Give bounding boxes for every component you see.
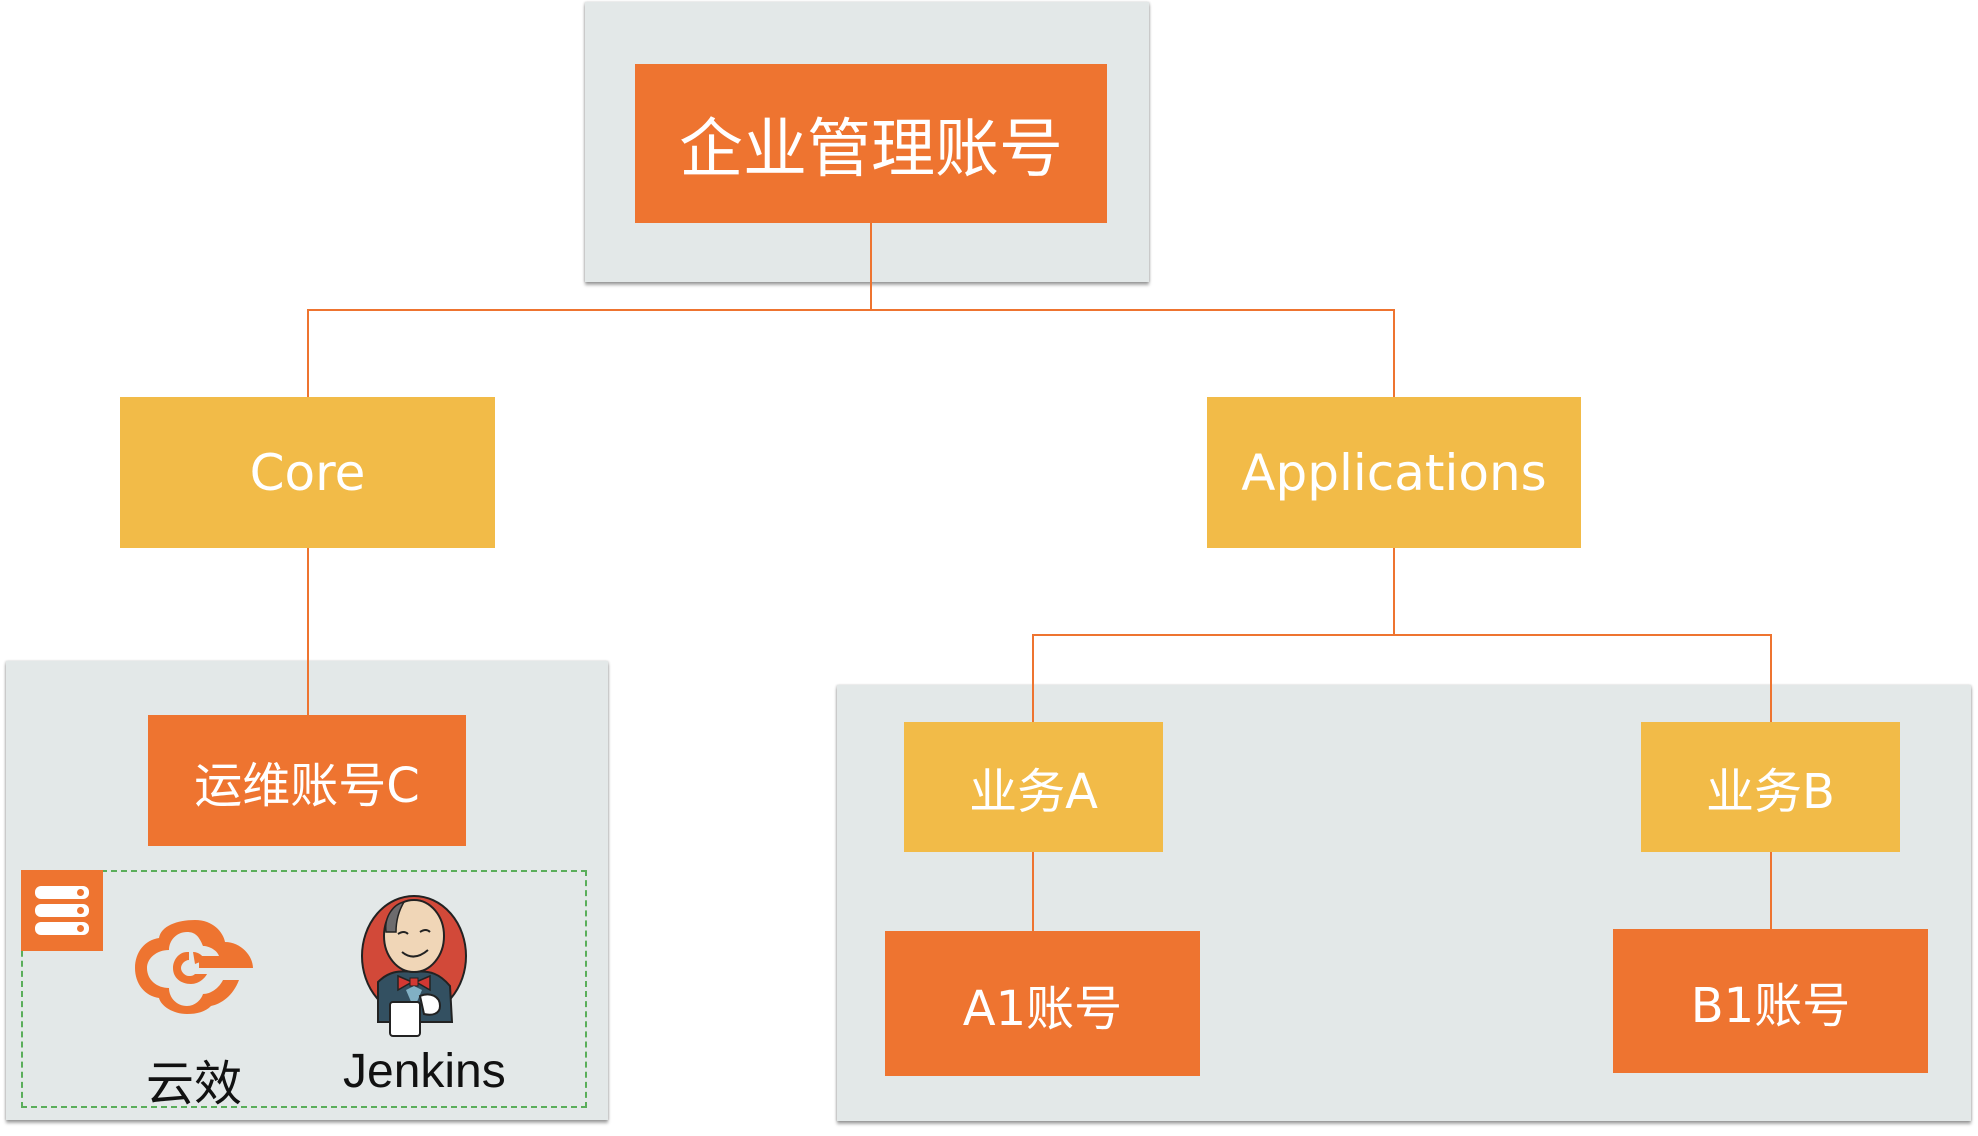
- jenkins-logo-icon: [361, 895, 467, 1037]
- connector-bizB-to-B1: [1770, 852, 1772, 929]
- connector-bizA-to-A1: [1032, 852, 1034, 931]
- connector-root-down: [870, 223, 872, 311]
- root-account-label: 企业管理账号: [679, 112, 1063, 187]
- b1-account-label: B1账号: [1690, 978, 1851, 1034]
- a1-account-label: A1账号: [962, 980, 1123, 1037]
- server-bar: [35, 922, 89, 935]
- applications-node[interactable]: Applications: [1207, 397, 1581, 548]
- applications-label: Applications: [1241, 443, 1547, 502]
- connector-applications-down: [1393, 548, 1395, 636]
- business-b-node[interactable]: 业务B: [1641, 722, 1900, 852]
- tools-group: [21, 870, 587, 1108]
- connector-to-bizB: [1770, 634, 1772, 722]
- business-b-label: 业务B: [1706, 764, 1835, 820]
- ops-account-label: 运维账号C: [194, 757, 420, 814]
- jenkins-label: Jenkins: [343, 1045, 506, 1098]
- server-bar: [35, 904, 89, 917]
- yunxiao-label: 云效: [146, 1058, 243, 1111]
- yunxiao-cloud-icon: [135, 920, 253, 1014]
- connector-level1-horizontal: [307, 309, 1395, 311]
- a1-account-node[interactable]: A1账号: [885, 931, 1200, 1076]
- server-bar: [35, 886, 89, 899]
- connector-level2-horizontal: [1032, 634, 1772, 636]
- business-a-label: 业务A: [969, 764, 1098, 820]
- root-account-node[interactable]: 企业管理账号: [635, 64, 1107, 223]
- connector-core-to-ops: [307, 548, 309, 715]
- business-a-node[interactable]: 业务A: [904, 722, 1163, 852]
- ops-account-node[interactable]: 运维账号C: [148, 715, 466, 846]
- connector-to-core: [307, 309, 309, 397]
- connector-to-bizA: [1032, 634, 1034, 722]
- b1-account-node[interactable]: B1账号: [1613, 929, 1928, 1073]
- connector-to-applications: [1393, 309, 1395, 397]
- core-label: Core: [249, 443, 366, 502]
- core-node[interactable]: Core: [120, 397, 495, 548]
- server-icon: [21, 870, 103, 951]
